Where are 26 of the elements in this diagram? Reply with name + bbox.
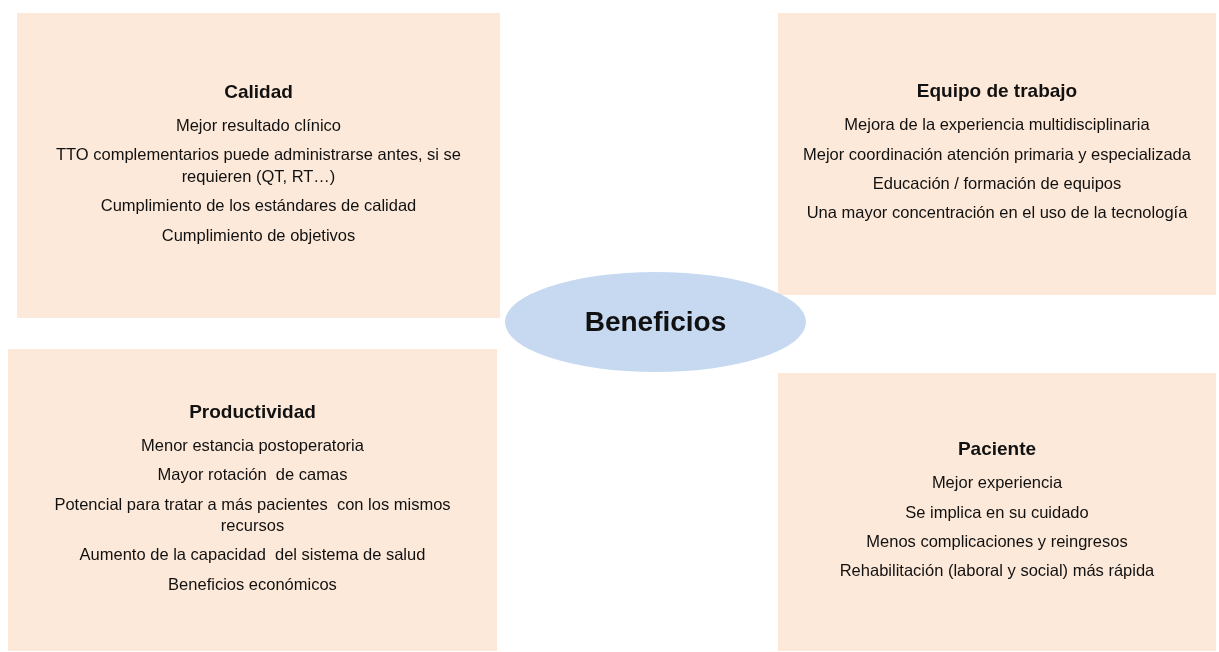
benefit-item: Mejor resultado clínico — [175, 114, 342, 136]
benefit-item: Menos complicaciones y reingresos — [866, 531, 1128, 552]
benefit-item: Beneficios económicos — [168, 573, 337, 595]
card-heading: Calidad — [224, 80, 293, 103]
central-title: Beneficios — [584, 306, 727, 338]
benefit-item: Se implica en su cuidado — [905, 501, 1089, 523]
benefit-item: Cumplimiento de los estándares de calidad — [100, 195, 417, 217]
card-heading: Paciente — [957, 438, 1037, 461]
benefit-card — [17, 13, 500, 318]
benefit-item: Menor estancia postoperatoria — [141, 434, 364, 456]
benefit-item: Educación / formación de equipos — [872, 173, 1122, 194]
benefit-item: Potencial para tratar a más pacientes con los mismos recursos — [53, 493, 452, 536]
benefit-item: Cumplimiento de objetivos — [161, 224, 356, 246]
benefit-card — [778, 373, 1216, 651]
benefit-item: Rehabilitación (laboral y social) más rápida — [839, 560, 1155, 582]
benefit-item: Mejora de la experiencia multidisciplinaria — [844, 114, 1150, 136]
card-heading: Equipo de trabajo — [916, 80, 1078, 103]
benefit-item: Aumento de la capacidad del sistema de salud — [79, 544, 426, 566]
benefit-card — [8, 349, 497, 651]
benefit-item: Mayor rotación de camas — [157, 464, 348, 486]
benefit-card — [778, 13, 1216, 295]
benefit-item: Mejor experiencia — [931, 472, 1063, 494]
benefit-item: Una mayor concentración en el uso de la tecnología — [806, 202, 1188, 224]
benefit-item: Mejor coordinación atención primaria y especializada — [803, 143, 1191, 165]
benefit-item: TTO complementarios puede administrarse antes, si se requieren (QT, RT…) — [54, 144, 462, 187]
card-heading: Productividad — [189, 400, 316, 423]
